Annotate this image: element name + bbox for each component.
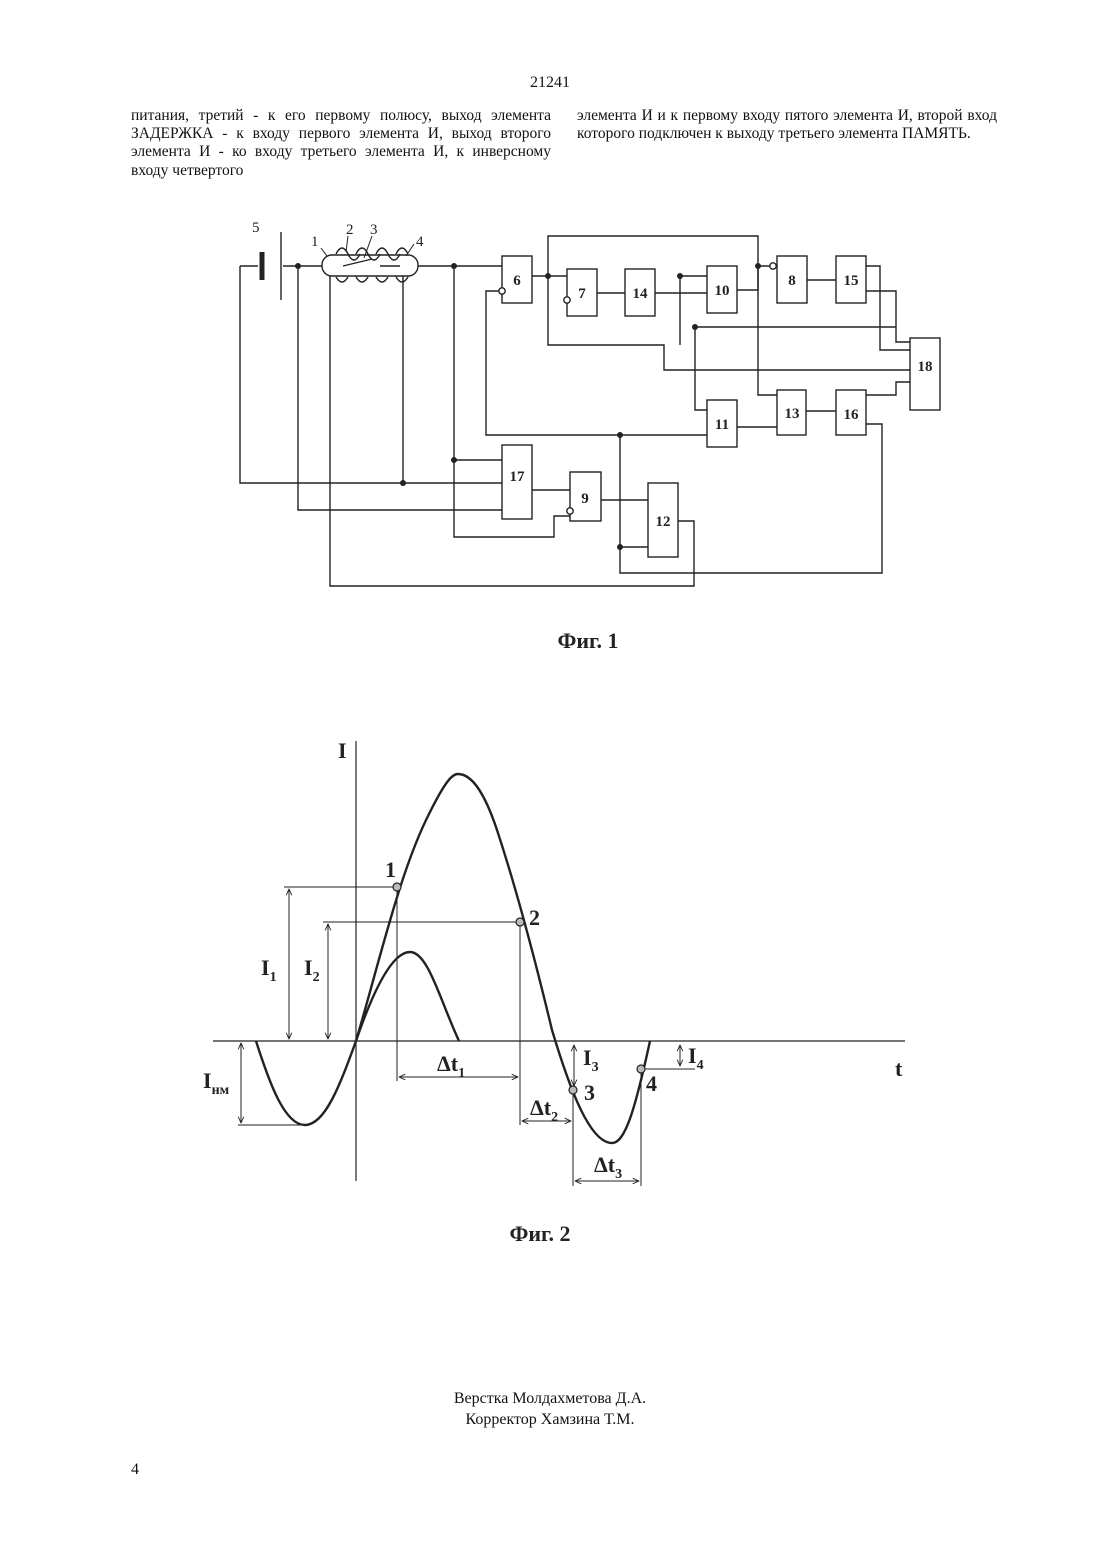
figure-2-caption: Фиг. 2 [509,1221,570,1246]
point-label-3: 3 [584,1080,595,1105]
callout-2: 2 [346,222,354,238]
block-17-label: 17 [510,469,526,485]
callout-1: 1 [311,234,319,250]
layout-credit: Верстка Молдахметова Д.А. [0,1388,1100,1409]
secondary-current-curve [356,952,459,1041]
point-markers [393,883,645,1094]
dimension-arrows [241,889,680,1181]
block-7-label: 7 [578,286,586,302]
block-16-label: 16 [844,407,860,423]
junction-dots [295,263,761,550]
helper-lines [238,887,695,1186]
callout-5: 5 [252,220,260,236]
battery-5 [262,232,281,300]
block-6-label: 6 [513,273,521,289]
page-number: 4 [131,1461,139,1479]
point-label-2: 2 [529,905,540,930]
block-18-label: 18 [918,359,933,375]
credits: Верстка Молдахметова Д.А. Корректор Хамз… [0,1388,1100,1430]
callout-4: 4 [416,234,424,250]
point-label-1: 1 [385,857,396,882]
interval-label-dt3: Δt3 [594,1152,622,1182]
current-label-i1: I1 [261,955,277,985]
point-label-4: 4 [646,1071,657,1096]
figure-2-waveform [213,741,905,1186]
callout-3: 3 [370,222,378,238]
y-axis-label: I [338,738,347,763]
figure-1-labels: 5 1 2 3 4 6 7 14 10 8 15 18 11 13 16 17 … [252,220,933,653]
block-9-label: 9 [581,491,589,507]
x-axis-label: t [895,1056,903,1081]
block-13-label: 13 [785,406,800,422]
current-label-inm: Iнм [203,1068,230,1098]
block-10-label: 10 [715,283,730,299]
block-15-label: 15 [844,273,859,289]
figure-2-labels: I t 1 2 3 4 I1 I2 Iнм I3 I4 Δt1 Δt2 Δt3 … [203,738,903,1246]
reed-relay-coil [321,236,418,282]
figure-1-circuit [240,232,940,586]
block-12-label: 12 [656,514,671,530]
figure-1-caption: Фиг. 1 [557,628,618,653]
block-11-label: 11 [715,417,729,433]
block-14-label: 14 [633,286,649,302]
current-label-i3: I3 [583,1045,599,1075]
block-8-label: 8 [788,273,796,289]
current-label-i2: I2 [304,955,320,985]
corrector-credit: Корректор Хамзина Т.М. [0,1409,1100,1430]
